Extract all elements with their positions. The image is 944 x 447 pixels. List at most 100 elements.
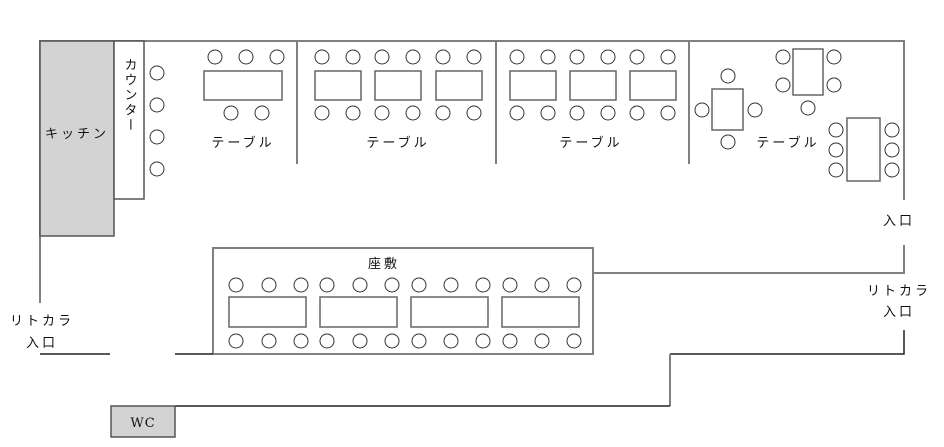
seat [149,129,165,145]
seat [884,162,900,178]
seat [747,102,763,118]
seat [502,277,518,293]
seat [345,105,361,121]
seat [509,105,525,121]
seat [660,105,676,121]
ritokara-left-label: リトカラ [10,314,74,329]
seat [384,333,400,349]
seat [374,49,390,65]
counter [113,40,145,200]
seat [540,49,556,65]
table-label-4: テーブル [756,135,819,151]
seat [720,134,736,150]
table [410,296,489,328]
seat [826,49,842,65]
wc [110,405,176,438]
table-label-3: テーブル [559,135,622,151]
seat [405,49,421,65]
kitchen [39,40,115,237]
table [203,70,283,101]
seat [800,100,816,116]
seat [254,105,270,121]
table [629,70,677,101]
seat [314,105,330,121]
table [711,88,744,131]
section-dividers [296,41,690,164]
inner-wall-right [593,245,905,274]
seat [884,142,900,158]
table [435,70,483,101]
seat [261,277,277,293]
seat [405,105,421,121]
table [319,296,398,328]
seat [443,333,459,349]
table-label-2: テーブル [366,135,429,151]
seat [826,77,842,93]
seat [534,277,550,293]
seat [319,333,335,349]
zashiki-label: 座敷 [368,257,400,272]
seat [149,97,165,113]
table [846,117,881,182]
seat [466,49,482,65]
seat [540,105,556,121]
counter-label: カウンター [122,58,137,133]
seat [600,105,616,121]
seat [720,68,736,84]
seat [207,49,223,65]
seat [374,105,390,121]
seat [293,333,309,349]
seat [223,105,239,121]
seat [261,333,277,349]
seat [694,102,710,118]
seat [884,122,900,138]
seat [352,333,368,349]
seat [238,49,254,65]
seat [314,49,330,65]
bottom-wall-right [670,330,905,355]
seat [502,333,518,349]
seat [828,142,844,158]
table [314,70,362,101]
seat [466,105,482,121]
table [569,70,617,101]
seat [149,161,165,177]
seat [660,49,676,65]
seat [534,333,550,349]
seat [345,49,361,65]
seat [629,105,645,121]
seat [828,122,844,138]
zashiki-room [212,247,594,355]
seat [384,277,400,293]
seat [600,49,616,65]
seat [475,277,491,293]
seat [269,49,285,65]
seat [475,333,491,349]
seat [569,49,585,65]
seat [228,277,244,293]
seat [443,277,459,293]
seat [775,49,791,65]
ritokara-right-entrance: 入口 [883,305,915,320]
seat [293,277,309,293]
wc-label: WC [130,416,155,431]
ritokara-right-label: リトカラ [867,284,931,299]
seat [566,277,582,293]
table [792,48,824,96]
seat [435,49,451,65]
table [509,70,557,101]
table [374,70,422,101]
seat [149,65,165,81]
seat [352,277,368,293]
entrance-label: 入口 [883,214,915,229]
kitchen-label: キッチン [45,127,109,142]
seat [566,333,582,349]
seats [149,49,900,349]
seat [629,49,645,65]
seat [435,105,451,121]
seat [828,162,844,178]
seat [509,49,525,65]
seat [228,333,244,349]
ritokara-left-entrance: 入口 [26,336,58,351]
